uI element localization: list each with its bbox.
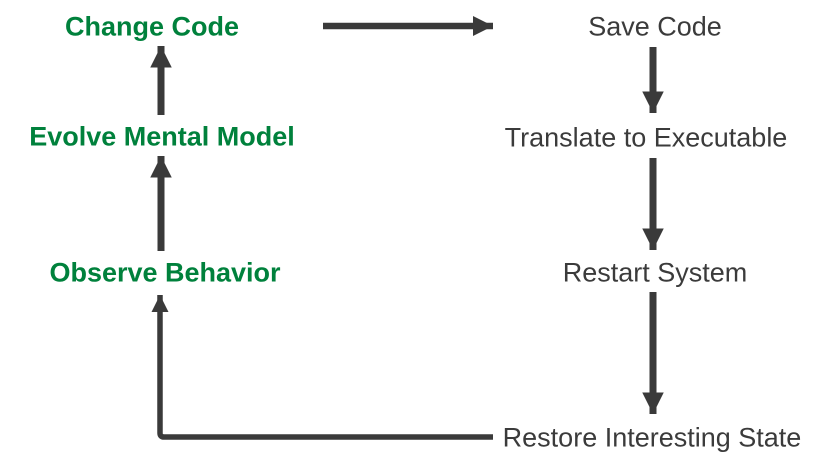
node-evolve-mental-model: Evolve Mental Model bbox=[29, 121, 295, 152]
node-restore-interesting-state: Restore Interesting State bbox=[502, 422, 802, 453]
node-restart-system: Restart System bbox=[562, 257, 748, 288]
arrow-restore-to-observe bbox=[151, 295, 493, 440]
node-observe-behavior: Observe Behavior bbox=[49, 257, 281, 288]
node-translate-to-executable: Translate to Executable bbox=[504, 122, 788, 153]
node-save-code: Save Code bbox=[588, 11, 722, 42]
node-change-code: Change Code bbox=[64, 11, 240, 42]
